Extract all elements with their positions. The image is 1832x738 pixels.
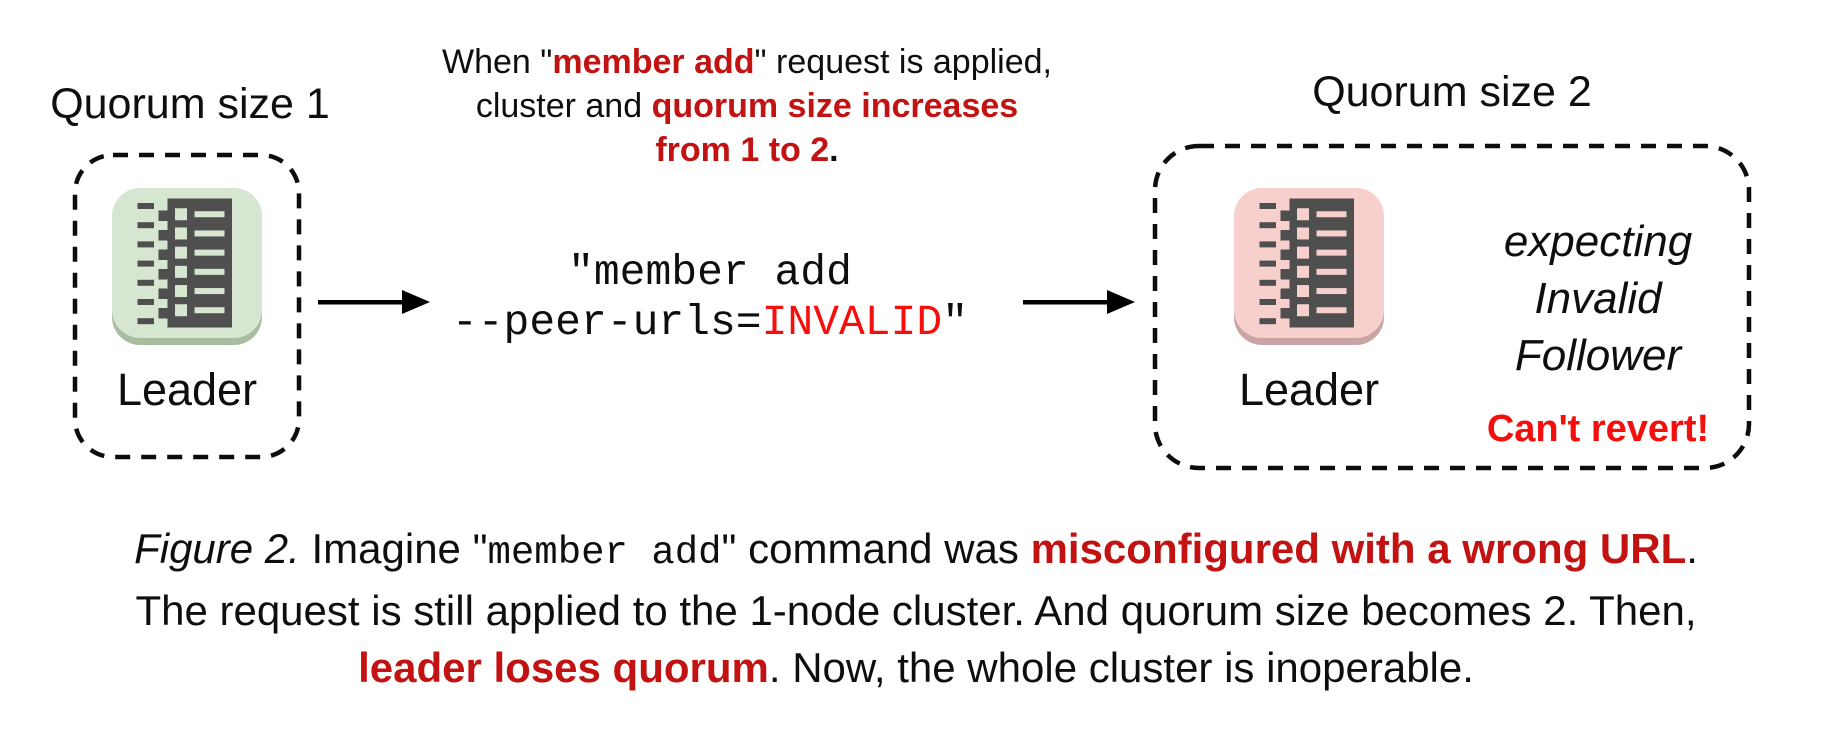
figure-caption: Figure 2. Imagine "member add" command w… [0, 520, 1832, 696]
expecting-line: Invalid [1534, 274, 1662, 323]
caption-line-1: Figure 2. Imagine "member add" command w… [0, 520, 1832, 582]
caption-highlight-misconfigured: misconfigured with a wrong URL [1030, 525, 1687, 572]
annotation-line-3: from 1 to 2. [422, 128, 1072, 172]
command-line-1: "member add [410, 248, 1010, 298]
right-leader-label: Leader [1238, 364, 1380, 415]
arrow-right-icon [1023, 290, 1135, 314]
left-cluster-title: Quorum size 1 [50, 80, 330, 128]
expecting-follower-note: expecting Invalid Follower Can't revert! [1444, 143, 1752, 471]
command-text: " [942, 298, 969, 347]
ledger-log-icon [1259, 198, 1354, 328]
leader-node-icon-pink [1234, 188, 1384, 338]
left-leader-label: Leader [116, 364, 258, 415]
right-cluster-content: Leader expecting Invalid Follower Can't … [1152, 143, 1752, 471]
caption-code-member-add: member add [487, 531, 722, 575]
command-invalid-value: INVALID [761, 298, 943, 347]
arrow-right-icon [318, 290, 430, 314]
annotation-highlight-member-add: member add [552, 43, 755, 81]
cant-revert-warning: Can't revert! [1486, 408, 1710, 450]
annotation-highlight-from-1-to-2: from 1 to 2 [655, 131, 830, 169]
member-add-annotation: When "member add" request is applied, cl… [422, 40, 1072, 172]
annotation-text: " request is applied, [754, 43, 1052, 81]
caption-line-2: The request is still applied to the 1-no… [0, 582, 1832, 639]
command-text: --peer-urls= [451, 298, 762, 347]
caption-line-3: leader loses quorum. Now, the whole clus… [0, 639, 1832, 696]
ledger-log-icon [137, 198, 232, 328]
expecting-line: Follower [1514, 331, 1682, 380]
annotation-text: . [829, 131, 839, 169]
right-leader-node: Leader [1174, 143, 1444, 471]
right-cluster-box: Leader expecting Invalid Follower Can't … [1152, 143, 1752, 471]
expecting-line: expecting [1503, 217, 1693, 266]
command-text: "member add [568, 248, 852, 297]
right-cluster-title: Quorum size 2 [1312, 68, 1592, 116]
caption-text: " command was [721, 525, 1031, 572]
member-add-command: "member add --peer-urls=INVALID" [410, 248, 1010, 348]
annotation-highlight-quorum-increase: quorum size increases [651, 87, 1019, 125]
annotation-text: When " [442, 43, 553, 81]
caption-highlight-loses-quorum: leader loses quorum [358, 644, 769, 691]
left-cluster-content: Leader [72, 152, 302, 460]
left-cluster-box: Leader [72, 152, 302, 460]
caption-text: . [1686, 525, 1698, 572]
caption-text: Imagine " [299, 525, 488, 572]
command-line-2: --peer-urls=INVALID" [410, 298, 1010, 348]
dashed-border [1152, 143, 1752, 471]
caption-text: The request is still applied to the 1-no… [135, 587, 1697, 634]
annotation-line-1: When "member add" request is applied, [422, 40, 1072, 84]
figure-number: Figure 2. [134, 525, 300, 572]
annotation-text: cluster and [475, 87, 652, 125]
annotation-line-2: cluster and quorum size increases [422, 84, 1072, 128]
caption-text: . Now, the whole cluster is inoperable. [768, 644, 1474, 691]
leader-node-icon-green [112, 188, 262, 338]
dashed-border [72, 152, 302, 460]
